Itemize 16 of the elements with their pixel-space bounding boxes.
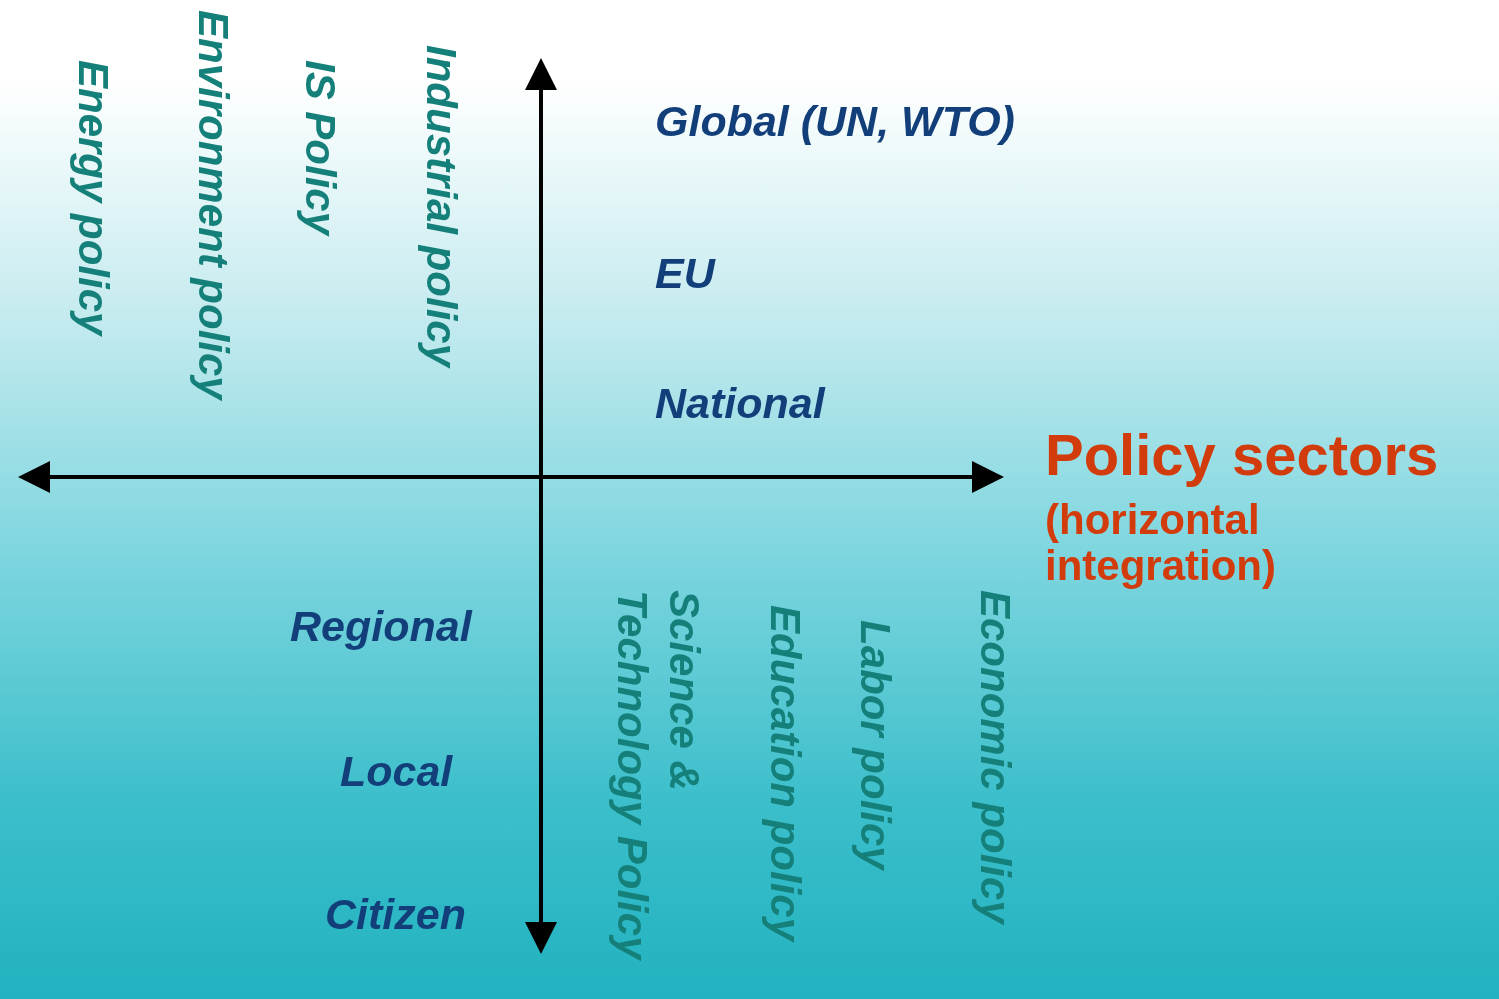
level-label: Global (UN, WTO) (655, 98, 1015, 146)
level-label: Regional (290, 603, 472, 651)
sector-label: Economic policy (972, 590, 1019, 924)
level-label: National (655, 380, 825, 428)
axis-subtitle: (horizontal integration) (1045, 497, 1277, 590)
sector-label: Education policy (762, 605, 809, 942)
level-label: Local (340, 748, 453, 796)
sector-label: Labor policy (852, 620, 899, 870)
level-label: Citizen (325, 891, 466, 939)
sector-label: Science & Technology Policy (607, 590, 709, 963)
sector-label: Environment policy (190, 10, 237, 400)
axis-title: Policy sectors (1045, 423, 1439, 487)
sector-label: IS Policy (297, 60, 344, 236)
sector-label: Energy policy (70, 60, 117, 336)
level-label: EU (655, 250, 715, 298)
sector-label: Industrial policy (418, 45, 465, 368)
